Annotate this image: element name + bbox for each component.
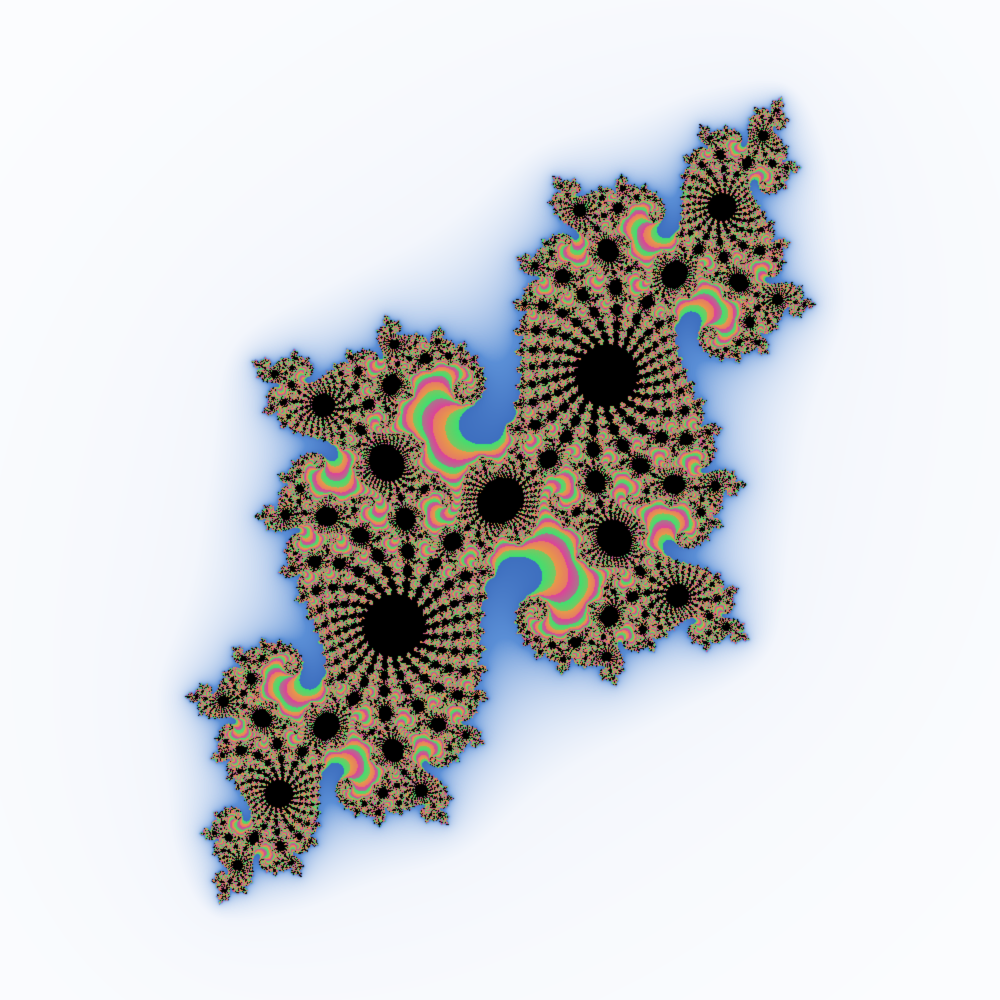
- julia-set-fractal-image: [0, 0, 1000, 1000]
